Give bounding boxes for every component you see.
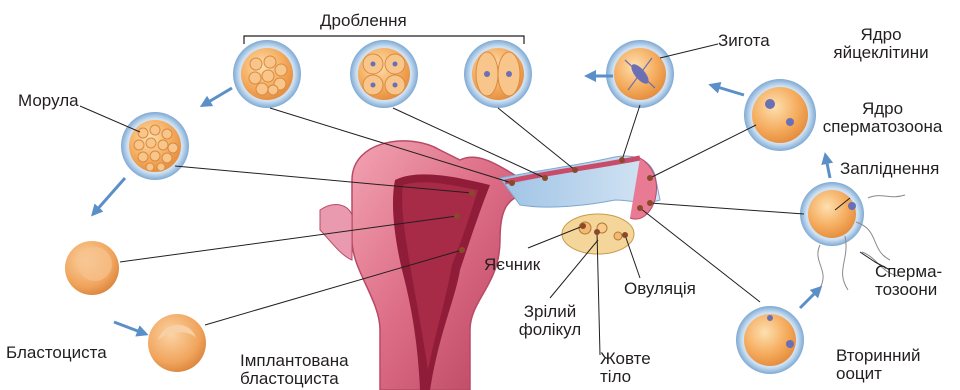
label-sperm-line2: тозоони bbox=[875, 281, 942, 299]
label-zygote: Зигота bbox=[718, 32, 770, 50]
label-corpus-luteum: Жовте тіло bbox=[600, 350, 651, 386]
label-mature-follicle-line1: Зрілий bbox=[510, 303, 590, 321]
label-corpus-luteum-line2: тіло bbox=[600, 368, 651, 386]
label-egg-nucleus-line1: Ядро bbox=[826, 26, 936, 44]
label-sperm-nucleus-line1: Ядро bbox=[810, 100, 955, 118]
label-blastocyst: Бластоциста bbox=[6, 344, 107, 362]
label-implanted-blastocyst-line2: бластоциста bbox=[240, 370, 349, 388]
cell-zygote bbox=[606, 40, 674, 108]
label-cleavage: Дроблення bbox=[320, 12, 407, 30]
cell-pronuclei bbox=[744, 79, 816, 151]
cell-secondary-oocyte bbox=[736, 306, 804, 374]
label-secondary-oocyte: Вторинний ооцит bbox=[836, 347, 921, 383]
label-secondary-oocyte-line1: Вторинний bbox=[836, 347, 921, 365]
label-fertilization: Запліднення bbox=[840, 160, 939, 178]
label-egg-nucleus: Ядро яйцеклітини bbox=[826, 26, 936, 62]
label-mature-follicle: Зрілий фолікул bbox=[510, 303, 590, 339]
label-sperm: Сперма- тозоони bbox=[875, 263, 942, 299]
cell-8-stage bbox=[233, 40, 301, 108]
cell-4-stage bbox=[350, 40, 418, 108]
cell-morula bbox=[121, 112, 189, 180]
label-implanted-blastocyst: Імплантована бластоциста bbox=[240, 352, 349, 388]
label-sperm-nucleus: Ядро сперматозоона bbox=[810, 100, 955, 136]
cell-2-stage bbox=[464, 40, 532, 108]
fallopian-tube bbox=[500, 156, 660, 219]
label-implanted-blastocyst-line1: Імплантована bbox=[240, 352, 349, 370]
label-sperm-nucleus-line2: сперматозоона bbox=[810, 118, 955, 136]
cell-blastocyst bbox=[65, 241, 119, 295]
label-ovary: Яєчник bbox=[484, 256, 540, 274]
label-morula: Морула bbox=[18, 92, 79, 110]
label-secondary-oocyte-line2: ооцит bbox=[836, 365, 921, 383]
label-mature-follicle-line2: фолікул bbox=[510, 321, 590, 339]
label-egg-nucleus-line2: яйцеклітини bbox=[826, 44, 936, 62]
label-corpus-luteum-line1: Жовте bbox=[600, 350, 651, 368]
cell-implanted-blastocyst bbox=[148, 314, 206, 372]
label-ovulation: Овуляція bbox=[624, 280, 696, 298]
label-sperm-line1: Сперма- bbox=[875, 263, 942, 281]
